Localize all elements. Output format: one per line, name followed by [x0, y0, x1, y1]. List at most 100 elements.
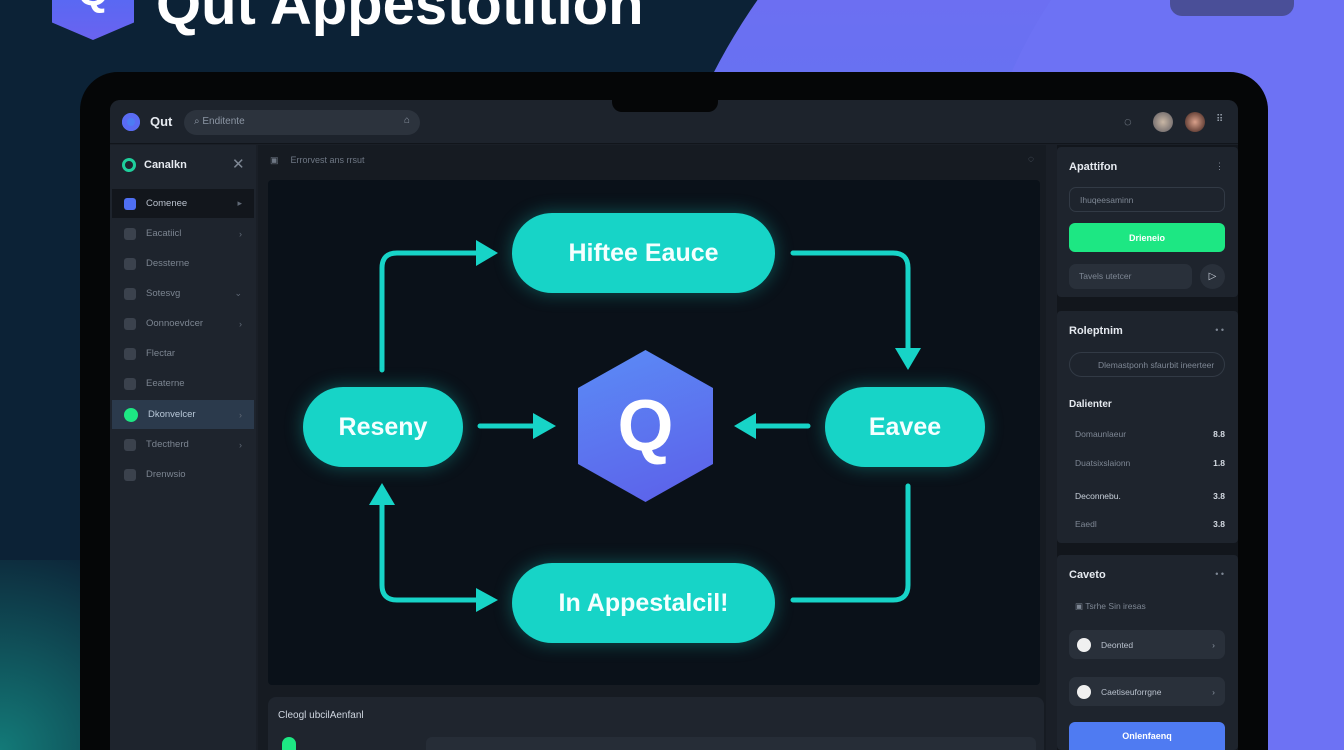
sidebar-item-label: Oonnoevdcer	[146, 318, 204, 329]
close-icon[interactable]: ✕	[232, 156, 245, 173]
row-label: Domaunlaeur	[1075, 429, 1127, 439]
chevron-right-icon: ›	[1212, 686, 1215, 697]
sidebar-item-label: Eacatiicl	[146, 228, 182, 239]
row-label: Duatsixslaionn	[1075, 458, 1131, 468]
search-field[interactable]: Ihuqeesaminn	[1069, 187, 1225, 212]
arrowhead	[476, 240, 498, 266]
card-roleptnim: Roleptnim • • Dlemastponh sfaurbit ineer…	[1057, 311, 1238, 543]
logo-letter: Q	[77, 0, 108, 15]
grid-menu-icon[interactable]: ⠿	[1216, 114, 1224, 125]
secondary-field[interactable]: Tavels utetcer	[1069, 264, 1192, 289]
notification-icon[interactable]: ◌	[1124, 114, 1132, 129]
more-icon[interactable]: • •	[1215, 325, 1224, 335]
arrowhead	[369, 483, 395, 505]
item-avatar-icon	[1077, 684, 1091, 699]
row-label: Deconnebu.	[1075, 491, 1121, 501]
list-item-label: Caetiseuforrgne	[1101, 686, 1162, 697]
item-icon	[124, 468, 136, 481]
filter-field[interactable]: Dlemastponh sfaurbit ineerteer	[1069, 352, 1225, 377]
item-icon	[124, 257, 136, 270]
sidebar-item-flectar[interactable]: Flectar	[112, 339, 254, 368]
brand-logo-icon: Q	[52, 0, 134, 40]
list-item[interactable]: Deonted›	[1069, 630, 1225, 659]
bottom-panel-title: Cleogl ubcilAenfanl	[278, 710, 364, 721]
sidebar-item-sotesvg[interactable]: Sotesvg⌄	[112, 279, 254, 308]
list-item[interactable]: Caetiseuforrgne ›	[1069, 677, 1225, 706]
center-hexagon-logo[interactable]: Q	[578, 350, 713, 502]
card-title: Caveto	[1069, 569, 1106, 581]
diagram-arrows	[369, 240, 921, 612]
briefcase-icon[interactable]: ▣	[270, 155, 279, 165]
chevron-down-icon: ⌄	[234, 288, 242, 298]
diagram-canvas[interactable]: Hiftee Eauce Reseny Eavee In Appestalcil…	[268, 180, 1040, 685]
app-logo-icon	[122, 113, 140, 131]
sidebar-item-dessterne[interactable]: Dessterne	[112, 249, 254, 278]
arrow-bottom-to-left	[379, 497, 481, 603]
sidebar-item-label: Flectar	[146, 348, 176, 359]
table-subtitle: Dalienter	[1069, 399, 1112, 410]
list-item-label: Deonted	[1101, 639, 1134, 650]
sidebar-header: Canalkn	[122, 158, 187, 172]
item-icon	[124, 407, 138, 422]
sidebar-item-tdectherd[interactable]: Tdectherd ›	[112, 430, 254, 459]
row-label: Eaedl	[1075, 519, 1097, 529]
page-title: Qut Appestotition	[156, 0, 644, 37]
item-icon	[124, 438, 136, 451]
search-input[interactable]: ⌕ Enditente ⌂	[184, 110, 420, 135]
node-top[interactable]: Hiftee Eauce	[512, 213, 775, 293]
home-icon[interactable]: ⌂	[403, 115, 410, 126]
item-icon	[124, 287, 136, 300]
avatar[interactable]	[1153, 112, 1173, 132]
sidebar-item-comenee[interactable]: Comenee▸	[112, 189, 254, 218]
brand-header: Q Qut Appestotition	[52, 0, 644, 40]
status-dot	[282, 737, 296, 750]
primary-blue-button[interactable]: Onlenfaenq	[1069, 722, 1225, 750]
app-window: Qut ⌕ Enditente ⌂ ◌ ⠿ Canalkn ✕ Comenee▸…	[110, 100, 1238, 750]
sidebar-item-dkonvelcer[interactable]: Dkonvelcer›	[112, 400, 254, 429]
card-title: Apattifon	[1069, 161, 1118, 173]
right-panel: Apattifon ⋮ Ihuqeesaminn Drieneio Tavels…	[1057, 145, 1238, 750]
sidebar-item-oonnoevdcer[interactable]: Oonnoevdcer›	[112, 309, 254, 338]
info-line: ▣ Tsrhe Sin iresas	[1075, 601, 1146, 611]
main-toolbar: ▣Errorvest ans rrsut	[258, 145, 1046, 178]
chevron-right-icon: ›	[239, 439, 242, 450]
sidebar-title: Canalkn	[144, 159, 187, 171]
main-area: ▣Errorvest ans rrsut ◌	[258, 145, 1046, 750]
node-right[interactable]: Eavee	[825, 387, 985, 467]
arrowhead	[533, 413, 556, 439]
bottom-input[interactable]	[426, 737, 1036, 750]
settings-icon[interactable]: ◌	[1028, 154, 1034, 165]
primary-green-button[interactable]: Drieneio	[1069, 223, 1225, 252]
item-icon	[124, 317, 136, 330]
center-logo-letter: Q	[617, 386, 674, 466]
item-icon	[124, 227, 136, 240]
sidebar-item-label: Tdectherd	[146, 439, 189, 450]
item-icon	[124, 197, 136, 210]
arrowhead	[476, 588, 498, 612]
sidebar-logo-icon	[122, 158, 136, 172]
arrow-top-to-right	[790, 250, 911, 353]
arrowhead	[895, 348, 921, 370]
top-button[interactable]	[1170, 0, 1294, 16]
node-left[interactable]: Reseny	[303, 387, 463, 467]
avatar-2[interactable]	[1185, 112, 1205, 132]
node-bottom[interactable]: In Appestalcil!	[512, 563, 775, 643]
more-icon[interactable]: • •	[1215, 569, 1224, 579]
info-text: Tsrhe Sin iresas	[1085, 601, 1146, 611]
sidebar-item-label: Dessterne	[146, 258, 190, 269]
item-avatar-icon	[1077, 637, 1091, 652]
bottom-panel: Cleogl ubcilAenfanl	[268, 697, 1044, 750]
camera-notch	[612, 90, 718, 112]
chevron-right-icon: ▸	[237, 198, 242, 208]
sidebar-item-label: Eeaterne	[146, 378, 185, 389]
item-icon	[124, 347, 136, 360]
arrow-right-to-bottom	[790, 483, 911, 603]
sidebar-item-eeaterne[interactable]: Eeaterne	[112, 369, 254, 398]
more-icon[interactable]: ⋮	[1215, 161, 1224, 171]
sidebar-item-drenwsio[interactable]: Drenwsio	[112, 460, 254, 489]
play-icon[interactable]: ▷	[1200, 264, 1225, 289]
sidebar-item-eacatiicl[interactable]: Eacatiicl›	[112, 219, 254, 248]
